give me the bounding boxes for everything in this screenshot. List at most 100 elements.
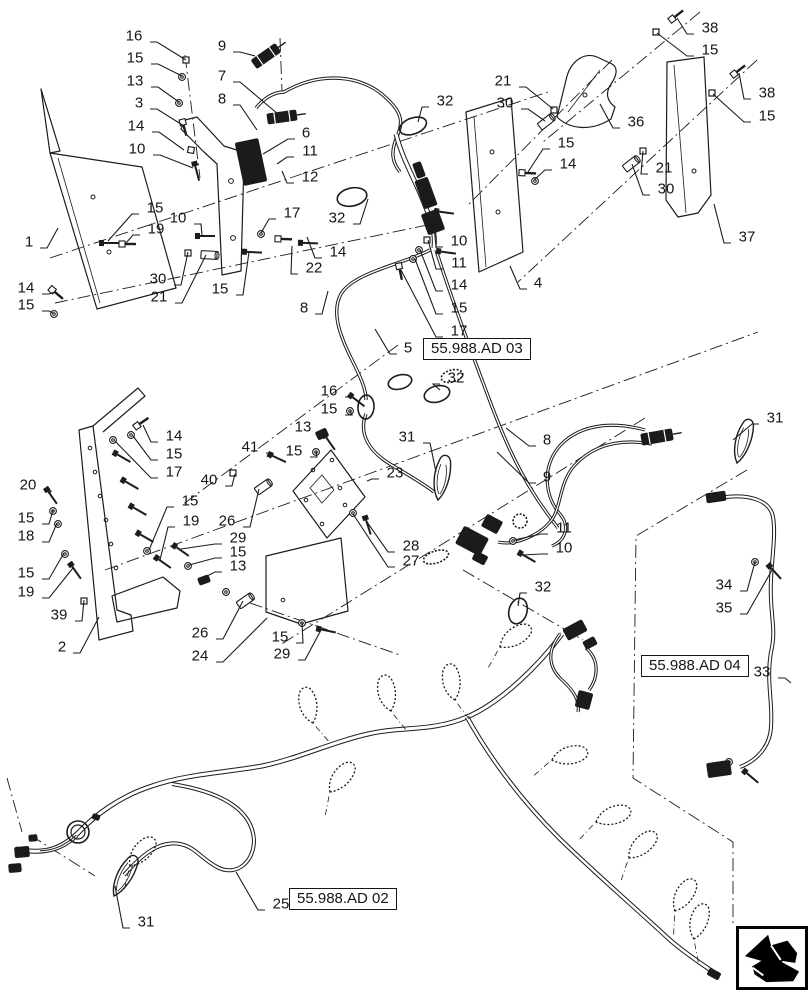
callout-31[interactable]: 31 xyxy=(766,409,784,427)
callout-32[interactable]: 32 xyxy=(534,578,552,596)
callout-39[interactable]: 39 xyxy=(50,606,68,624)
callout-13[interactable]: 13 xyxy=(294,418,312,436)
callout-37[interactable]: 37 xyxy=(738,228,756,246)
callout-38[interactable]: 38 xyxy=(758,84,776,102)
callout-14[interactable]: 14 xyxy=(127,117,145,135)
callout-2[interactable]: 2 xyxy=(57,638,67,656)
callout-36[interactable]: 36 xyxy=(627,113,645,131)
callout-40[interactable]: 40 xyxy=(200,471,218,489)
callout-21[interactable]: 21 xyxy=(494,72,512,90)
callout-15[interactable]: 15 xyxy=(271,628,289,646)
callout-14[interactable]: 14 xyxy=(329,243,347,261)
callout-17[interactable]: 17 xyxy=(283,204,301,222)
callout-11[interactable]: 11 xyxy=(302,142,318,160)
callout-14[interactable]: 14 xyxy=(17,279,35,297)
callout-19[interactable]: 19 xyxy=(17,583,35,601)
callout-30[interactable]: 30 xyxy=(149,270,167,288)
ref-box-ad04[interactable]: 55.988.AD 04 xyxy=(641,655,749,677)
callout-10[interactable]: 10 xyxy=(555,539,573,557)
callout-13[interactable]: 13 xyxy=(229,557,247,575)
callout-15[interactable]: 15 xyxy=(758,107,776,125)
plate-24 xyxy=(265,537,349,625)
callout-14[interactable]: 14 xyxy=(559,155,577,173)
callout-15[interactable]: 15 xyxy=(17,509,35,527)
callout-8[interactable]: 8 xyxy=(217,90,227,108)
callout-12[interactable]: 12 xyxy=(301,168,319,186)
callout-8[interactable]: 8 xyxy=(299,299,309,317)
callout-24[interactable]: 24 xyxy=(191,647,209,665)
callout-31[interactable]: 31 xyxy=(137,913,155,931)
callout-17[interactable]: 17 xyxy=(165,463,183,481)
washer-icon xyxy=(49,507,57,515)
callout-32[interactable]: 32 xyxy=(436,92,454,110)
callout-14[interactable]: 14 xyxy=(165,427,183,445)
panel-4 xyxy=(465,97,524,273)
callout-15[interactable]: 15 xyxy=(211,280,229,298)
callout-18[interactable]: 18 xyxy=(17,527,35,545)
callout-38[interactable]: 38 xyxy=(701,19,719,37)
callout-21[interactable]: 21 xyxy=(150,288,168,306)
callout-1[interactable]: 1 xyxy=(24,233,34,251)
callout-16[interactable]: 16 xyxy=(320,382,338,400)
callout-8[interactable]: 8 xyxy=(542,431,552,449)
callout-15[interactable]: 15 xyxy=(146,199,164,217)
callout-33[interactable]: 33 xyxy=(753,663,771,681)
callout-14[interactable]: 14 xyxy=(450,276,468,294)
callout-11[interactable]: 11 xyxy=(451,254,467,272)
callout-17[interactable]: 17 xyxy=(450,322,468,340)
callout-5[interactable]: 5 xyxy=(403,339,413,357)
callout-27[interactable]: 27 xyxy=(402,552,420,570)
callout-23[interactable]: 23 xyxy=(386,464,404,482)
callout-28[interactable]: 28 xyxy=(402,537,420,555)
callout-41[interactable]: 41 xyxy=(241,438,259,456)
callout-9[interactable]: 9 xyxy=(217,37,227,55)
washer-icon xyxy=(346,407,354,415)
nut-icon xyxy=(423,236,431,244)
ref-box-ad02[interactable]: 55.988.AD 02 xyxy=(289,888,397,910)
callout-21[interactable]: 21 xyxy=(655,159,673,177)
callout-11[interactable]: 11 xyxy=(556,519,572,537)
callout-25[interactable]: 25 xyxy=(272,895,290,913)
callout-10[interactable]: 10 xyxy=(450,232,468,250)
callout-15[interactable]: 15 xyxy=(17,296,35,314)
callout-19[interactable]: 19 xyxy=(147,220,165,238)
callout-15[interactable]: 15 xyxy=(320,400,338,418)
callout-15[interactable]: 15 xyxy=(229,543,247,561)
callout-26[interactable]: 26 xyxy=(218,512,236,530)
callout-15[interactable]: 15 xyxy=(17,564,35,582)
callout-20[interactable]: 20 xyxy=(19,476,37,494)
callout-29[interactable]: 29 xyxy=(229,529,247,547)
callout-30[interactable]: 30 xyxy=(657,180,675,198)
washer-icon xyxy=(175,99,183,107)
callout-3[interactable]: 3 xyxy=(134,94,144,112)
callout-15[interactable]: 15 xyxy=(701,41,719,59)
ref-box-ad03[interactable]: 55.988.AD 03 xyxy=(423,338,531,360)
callout-10[interactable]: 10 xyxy=(169,209,187,227)
callout-15[interactable]: 15 xyxy=(450,299,468,317)
callout-32[interactable]: 32 xyxy=(447,369,465,387)
callout-15[interactable]: 15 xyxy=(181,492,199,510)
callout-35[interactable]: 35 xyxy=(715,599,733,617)
callout-7[interactable]: 7 xyxy=(217,67,227,85)
callout-10[interactable]: 10 xyxy=(128,140,146,158)
callout-34[interactable]: 34 xyxy=(715,576,733,594)
callout-15[interactable]: 15 xyxy=(285,442,303,460)
callout-29[interactable]: 29 xyxy=(273,645,291,663)
spacer-icon xyxy=(622,155,641,173)
callout-19[interactable]: 19 xyxy=(182,512,200,530)
callout-6[interactable]: 6 xyxy=(301,124,311,142)
callout-32[interactable]: 32 xyxy=(328,209,346,227)
callout-9[interactable]: 9 xyxy=(542,468,552,486)
screw-icon xyxy=(42,485,58,505)
callout-4[interactable]: 4 xyxy=(533,274,543,292)
previous-diagram-arrow-icon[interactable] xyxy=(736,926,808,990)
callout-26[interactable]: 26 xyxy=(191,624,209,642)
callout-31[interactable]: 31 xyxy=(398,428,416,446)
callout-13[interactable]: 13 xyxy=(126,72,144,90)
callout-16[interactable]: 16 xyxy=(125,27,143,45)
callout-30[interactable]: 30 xyxy=(496,94,514,112)
callout-15[interactable]: 15 xyxy=(165,445,183,463)
callout-22[interactable]: 22 xyxy=(305,259,323,277)
callout-15[interactable]: 15 xyxy=(557,134,575,152)
callout-15[interactable]: 15 xyxy=(126,49,144,67)
